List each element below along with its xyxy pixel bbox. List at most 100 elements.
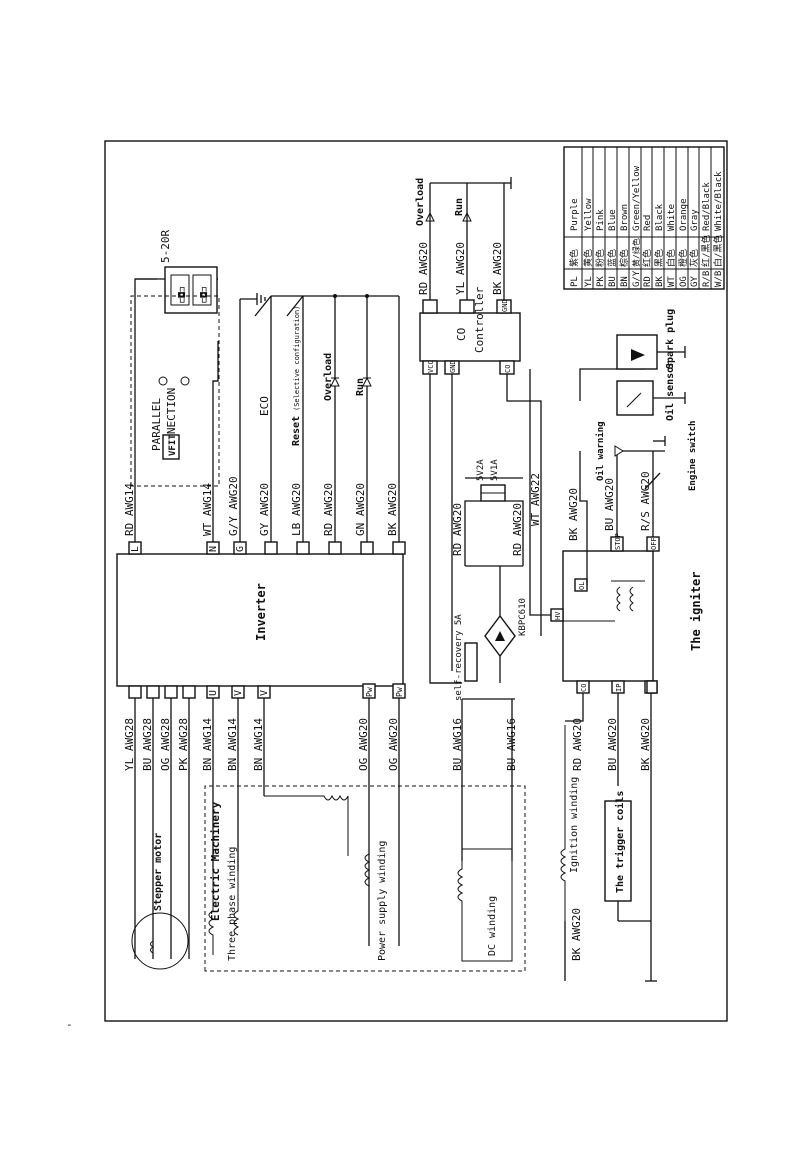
legend-cn: 粉色 [594,249,606,267]
wire-label: BK AWG20 [567,488,580,541]
bridge-label: KBPC610 [518,598,528,636]
wire-label: BU AWG20 [603,478,616,531]
legend-cn: 灰色 [688,249,700,267]
legend-code: GY [690,276,700,287]
co-run-label: Run [454,198,465,216]
wire-label: BU AWG20 [606,718,619,771]
pin-label: Pw [395,687,404,697]
wire-label: GY AWG20 [258,483,271,536]
igniter-wires: BK AWG20 BU AWG20 R/S AWG20 Oil warning … [529,309,698,981]
outlet-and-parallel: ⊏◘⊐ ⊏◘⊐ 5-20R PARALLEL CONNECTION VFIT [130,230,220,487]
legend-cn: 红/黑色 [700,235,712,267]
pin-label: CO [580,684,588,692]
legend-en: Yellow [584,198,594,231]
reset-label: Reset [291,416,302,446]
pin-label: U [208,690,219,696]
dc-section: WT AWG22 5V2A 5V1A RD AWG20 RD AWG20 KBP… [429,374,542,771]
fuse-lower: 5V1A [490,459,500,481]
parallel-terminal [158,376,168,386]
legend-code: RD [643,276,653,287]
legend-cn: 蓝色 [606,249,618,267]
wire-label: RD AWG20 [571,718,584,771]
run-label: Run [355,378,366,396]
pin-label: OL [578,582,586,590]
spark-plug-label: Spark plug [665,309,676,369]
reset-note: (Selective configuration) [293,306,301,411]
legend-code: G/Y [632,270,642,287]
wire-label: WT AWG22 [529,473,542,526]
legend-en: White/Black [714,171,724,231]
co-title-2: Controller [473,286,486,353]
outlet-label: 5-20R [159,230,172,263]
pin-label: GND [449,360,457,373]
stepper-label: Stepper motor [153,833,164,911]
wire-label: PK AWG28 [177,718,190,771]
legend-cn: 橙色 [677,249,689,267]
parallel-terminal [180,376,190,386]
pin-label: V [259,690,270,696]
legend-en: Black [655,203,665,231]
legend-en: Red [643,215,653,231]
inverter-title: Inverter [254,583,268,641]
wire-label: OG AWG28 [159,718,172,771]
oil-sensor-label: Oil sensor [664,361,676,421]
fuse-upper: 5V2A [476,459,486,481]
pin-label: HV [554,611,562,620]
co-overload-label: Overload [415,178,426,226]
vfit-label: VFIT [168,434,178,456]
oil-warning-label: Oil warning [595,421,606,481]
wire-label: RD AWG20 [322,483,335,536]
wire-label: BU AWG28 [141,718,154,771]
wire-label: YL AWG20 [454,242,467,295]
legend-code: BU [608,276,618,287]
svg-text:⊏◘⊐: ⊏◘⊐ [200,287,210,303]
wire-label: BN AWG14 [252,718,265,771]
wire-label: BK AWG20 [570,908,583,961]
pin-label: G [235,546,246,552]
three-phase-label: Three phase winding [227,847,238,961]
stepper-motor [131,912,189,970]
legend-cn: 黄/绿色 [631,238,641,267]
wire-label: BK AWG20 [639,718,652,771]
wire-label: OG AWG20 [357,718,370,771]
legend-code: PK [596,276,606,287]
igniter: The igniter HV OL STOP OFF CO IP TS [550,533,703,694]
inverter: Inverter L N G U V V Pw Pw [116,541,406,699]
wire-label: R/S AWG20 [639,471,652,531]
legend-code: WT [667,276,677,287]
pin-label: VCC [427,360,435,373]
wire-label: BK AWG20 [491,242,504,295]
overload-label: Overload [323,353,334,401]
legend-cn: 棕色 [618,249,630,267]
svg-text:⊏◘⊐: ⊏◘⊐ [178,287,188,303]
legend-code: BN [620,276,630,287]
legend-en: Pink [596,209,606,231]
legend-code: PL [570,276,580,287]
legend-cn: 白/黑色 [712,235,724,267]
pin-label: STOP [614,533,622,550]
pin-label: Pw [365,687,374,697]
color-legend: PL 紫色 Purple YL 黄色 Yellow PK 粉色 Pink BU … [563,146,725,290]
wire-label: BN AWG14 [201,718,214,771]
machinery-title: Electric Machinery [209,801,222,921]
wire-label: OG AWG20 [387,718,400,771]
legend-en: Gray [690,209,700,231]
pin-label: OFF [650,537,658,550]
page-marker: - [66,1018,73,1031]
outlet-5-20r [164,266,218,314]
legend-cn: 黄色 [582,249,594,267]
pin-label: N [208,546,219,552]
dc-winding-label: DC winding [487,896,498,956]
wire-label: WT AWG14 [201,483,214,536]
inverter-top-wires: RD AWG14 WT AWG14 G/Y AWG20 GY AWG20 LB … [123,278,400,542]
wire-label: RD AWG20 [417,242,430,295]
legend-code: BK [655,276,665,287]
co-title-1: CO [455,328,468,341]
power-supply-label: Power supply winding [377,841,388,961]
wire-label: YL AWG28 [123,718,136,771]
legend-en: Orange [679,198,689,231]
wire-label: BU AWG16 [451,718,464,771]
electric-machinery: Electric Machinery Stepper motor Three p… [131,699,657,982]
